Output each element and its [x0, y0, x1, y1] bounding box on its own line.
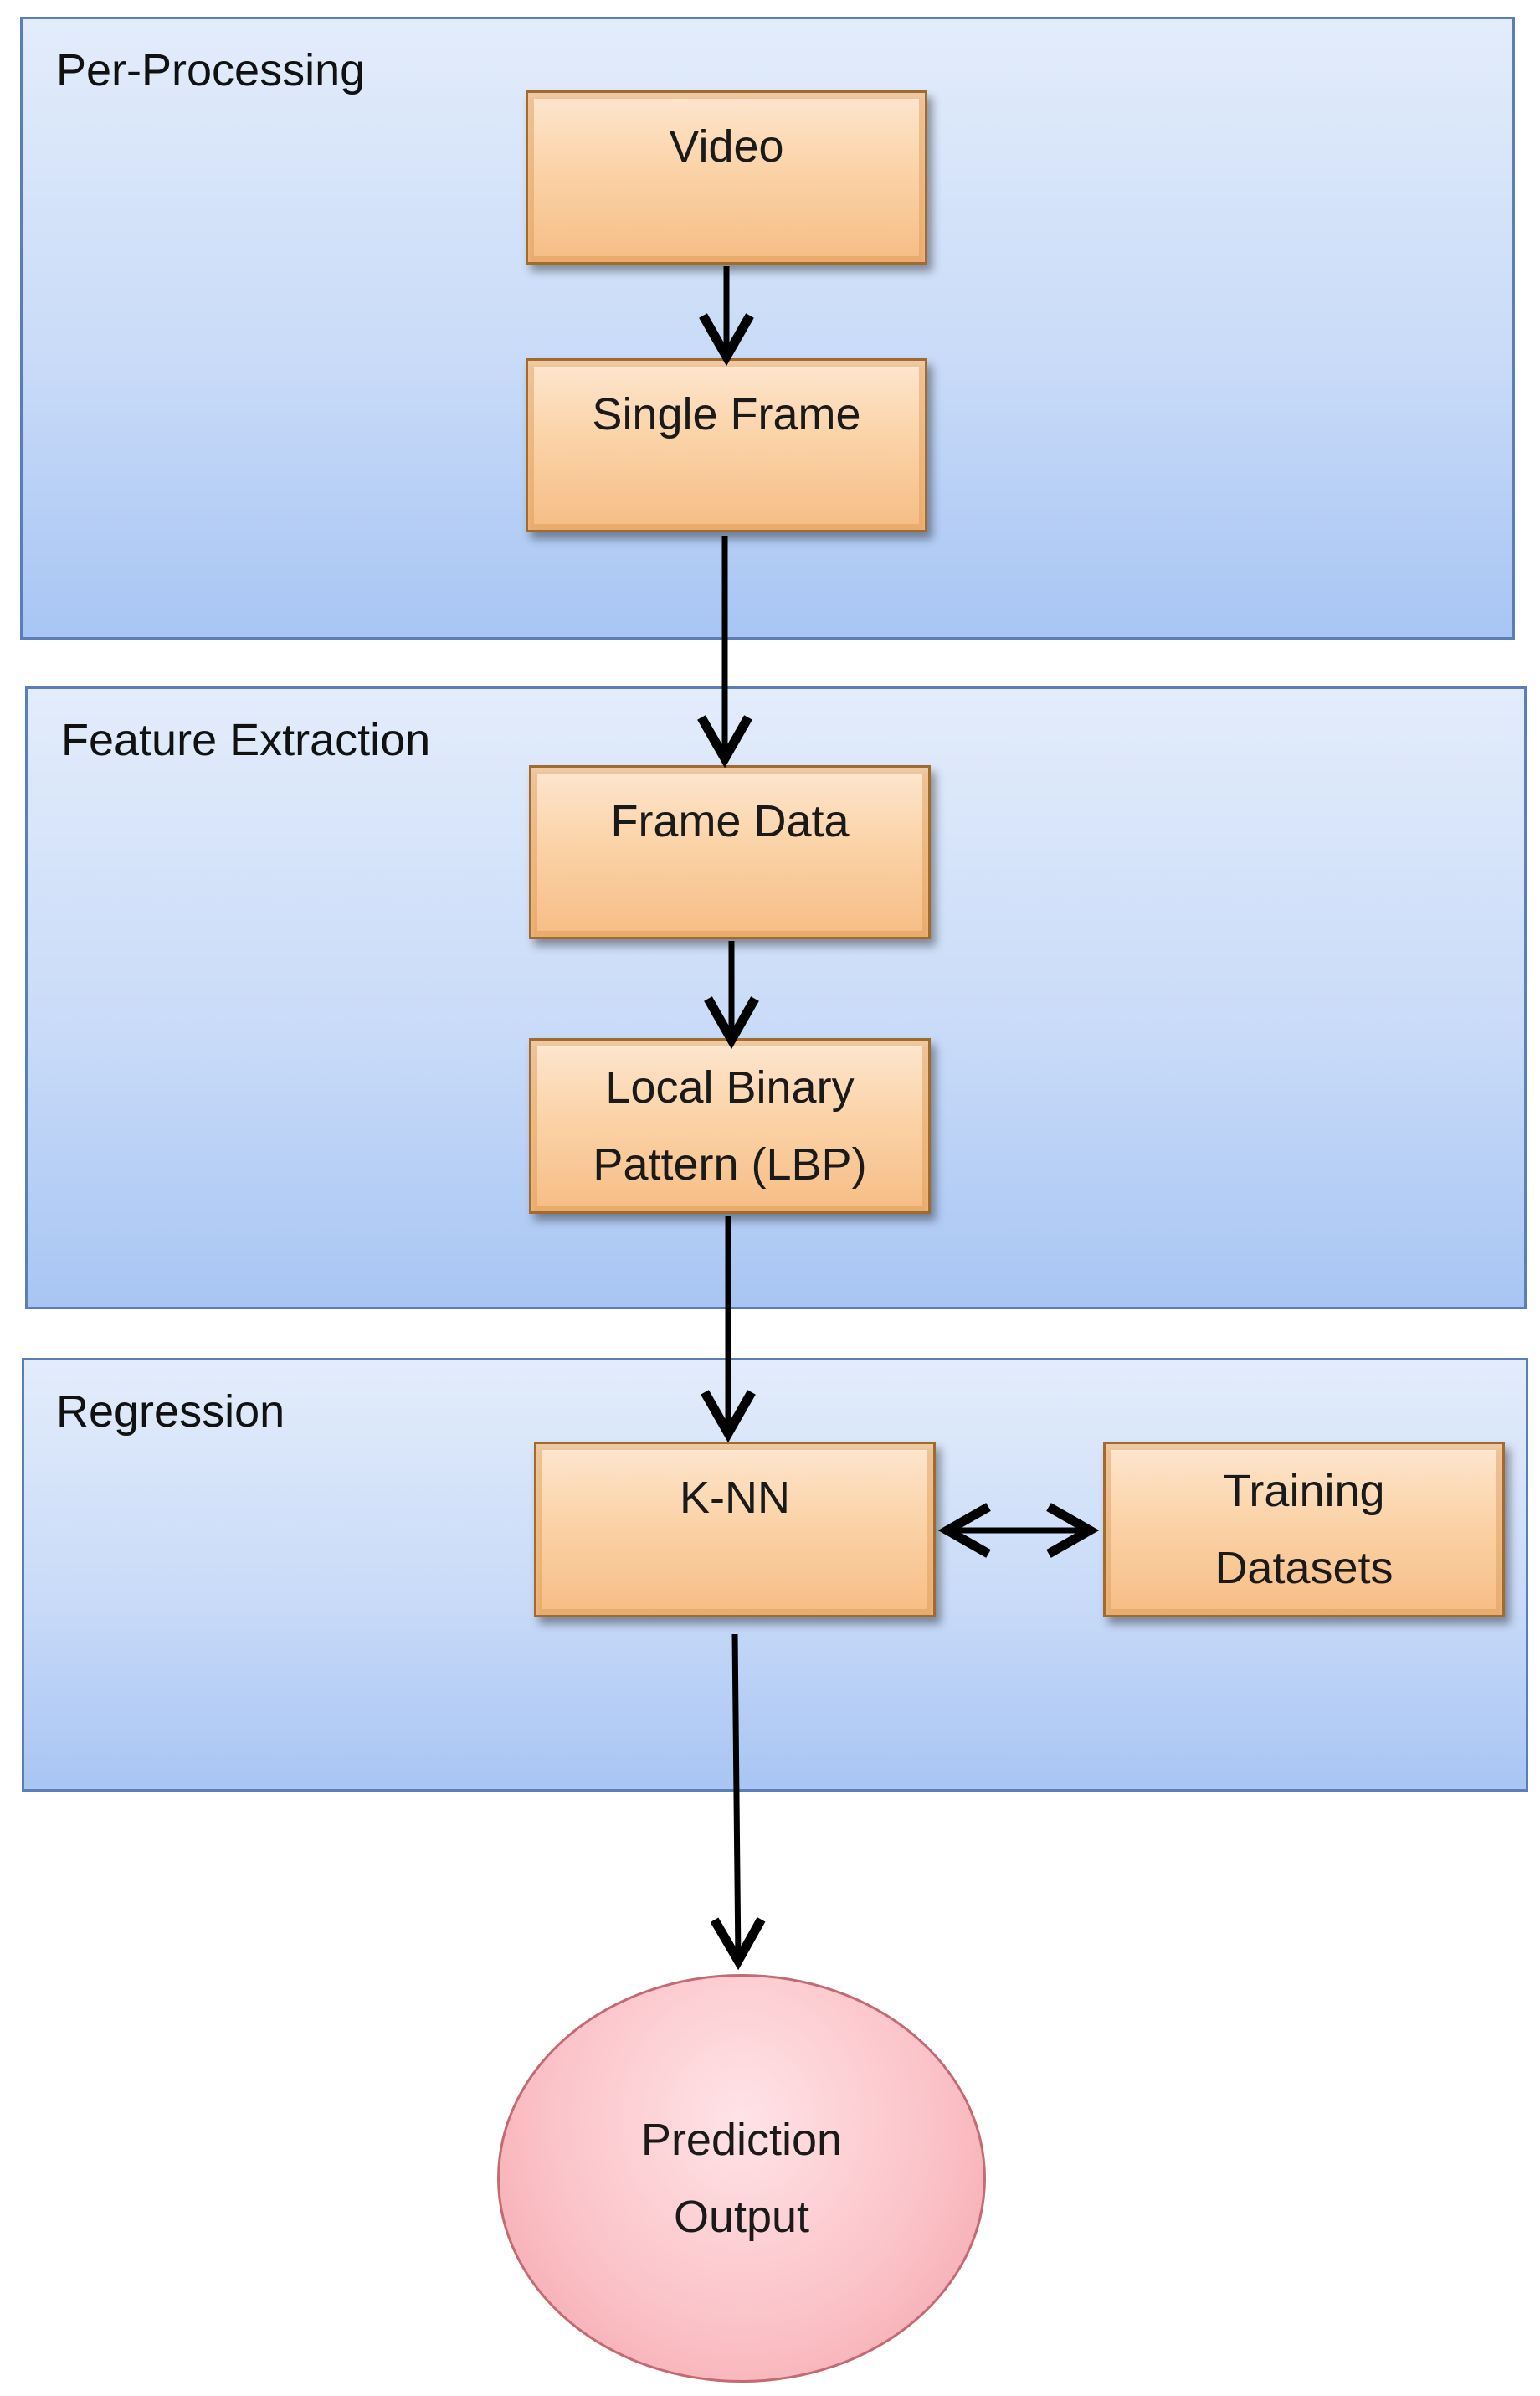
node-training-label-line2: Datasets — [1214, 1543, 1394, 1593]
node-lbp-label-line2: Pattern (LBP) — [593, 1139, 867, 1190]
panel-preprocessing-title: Per-Processing — [56, 45, 366, 95]
panel-regression-title: Regression — [56, 1386, 285, 1437]
panel-feature-extraction-title: Feature Extraction — [61, 715, 431, 765]
node-knn-label: K-NN — [680, 1473, 790, 1523]
node-frame-data: Frame Data — [529, 765, 931, 939]
node-knn: K-NN — [534, 1442, 936, 1617]
node-output-label-line1: Prediction — [640, 2115, 843, 2165]
node-single-frame-label: Single Frame — [592, 389, 861, 440]
node-lbp: Local Binary Pattern (LBP) — [529, 1038, 931, 1214]
node-single-frame: Single Frame — [526, 358, 927, 532]
node-prediction-output: Prediction Output — [497, 1974, 986, 2383]
node-video: Video — [526, 90, 927, 265]
node-training-label-line1: Training — [1223, 1466, 1385, 1516]
node-video-label: Video — [669, 121, 784, 172]
node-lbp-label-line1: Local Binary — [605, 1062, 855, 1113]
node-frame-data-label: Frame Data — [610, 796, 850, 846]
arrow-knn-to-output — [710, 1633, 766, 1971]
node-output-label-line2: Output — [673, 2192, 810, 2242]
node-training-datasets: Training Datasets — [1103, 1442, 1505, 1617]
